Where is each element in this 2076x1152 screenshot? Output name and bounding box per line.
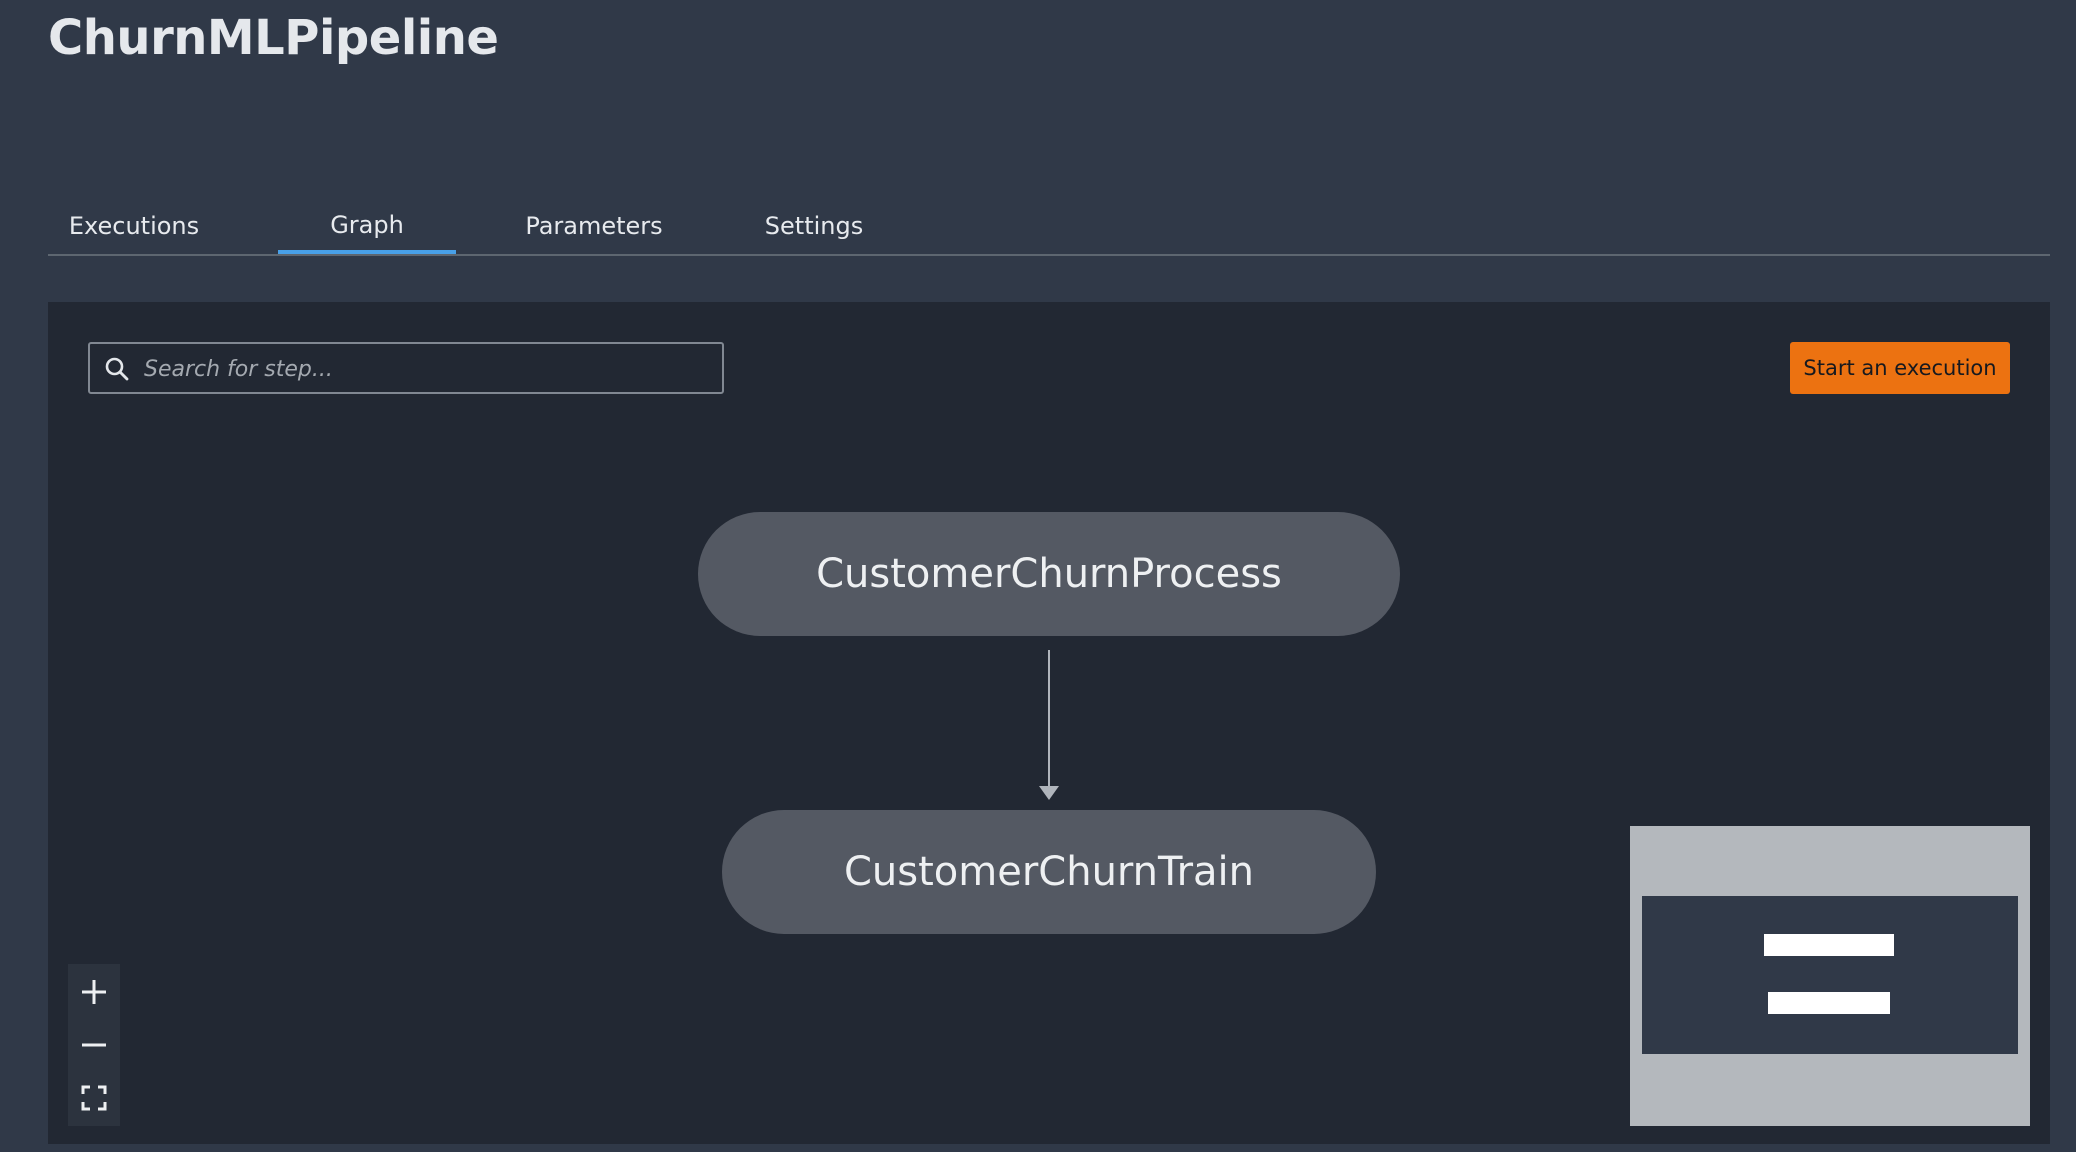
page-title: ChurnMLPipeline (48, 10, 499, 66)
zoom-out-button[interactable] (68, 1019, 120, 1071)
graph-node-customer-churn-train[interactable]: CustomerChurnTrain (722, 810, 1376, 934)
search-box (88, 342, 724, 394)
tab-settings[interactable]: Settings (764, 212, 864, 240)
tab-bar: Executions Graph Parameters Settings (48, 200, 2050, 256)
zoom-out-icon (82, 1043, 106, 1047)
fit-view-button[interactable] (68, 1072, 120, 1124)
tab-graph[interactable]: Graph (278, 200, 456, 254)
fit-view-icon (81, 1085, 107, 1111)
node-label: CustomerChurnProcess (816, 551, 1282, 597)
arrow-head-icon (1039, 786, 1059, 800)
tab-executions[interactable]: Executions (68, 212, 200, 240)
minimap-node (1768, 992, 1890, 1014)
search-input[interactable] (142, 344, 716, 394)
graph-edge (1039, 650, 1059, 800)
minimap[interactable] (1630, 826, 2030, 1126)
minimap-node (1764, 934, 1894, 956)
graph-panel: Start an execution CustomerChurnProcess … (48, 302, 2050, 1144)
search-icon (104, 356, 130, 382)
zoom-in-icon (82, 980, 106, 1004)
zoom-in-button[interactable] (68, 966, 120, 1018)
tab-parameters[interactable]: Parameters (525, 212, 663, 240)
node-label: CustomerChurnTrain (844, 849, 1254, 895)
minimap-viewport[interactable] (1642, 896, 2018, 1054)
start-execution-button[interactable]: Start an execution (1790, 342, 2010, 394)
zoom-controls (68, 964, 120, 1126)
graph-node-customer-churn-process[interactable]: CustomerChurnProcess (698, 512, 1400, 636)
